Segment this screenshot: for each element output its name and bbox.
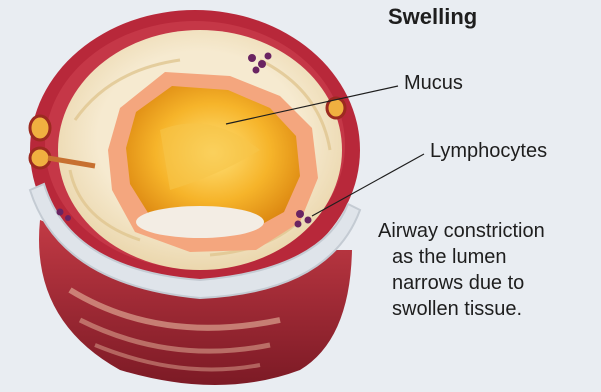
caption: Airway constriction as the lumen narrows… bbox=[378, 218, 545, 322]
mucus-label: Mucus bbox=[404, 72, 463, 95]
lymphocytes-label: Lymphocytes bbox=[430, 140, 547, 163]
caption-line: swollen tissue. bbox=[378, 296, 545, 322]
caption-line: Airway constriction bbox=[378, 218, 545, 244]
caption-line: narrows due to bbox=[378, 270, 545, 296]
diagram-title: Swelling bbox=[388, 4, 477, 30]
lumen-opening bbox=[136, 206, 264, 238]
caption-line: as the lumen bbox=[378, 244, 545, 270]
